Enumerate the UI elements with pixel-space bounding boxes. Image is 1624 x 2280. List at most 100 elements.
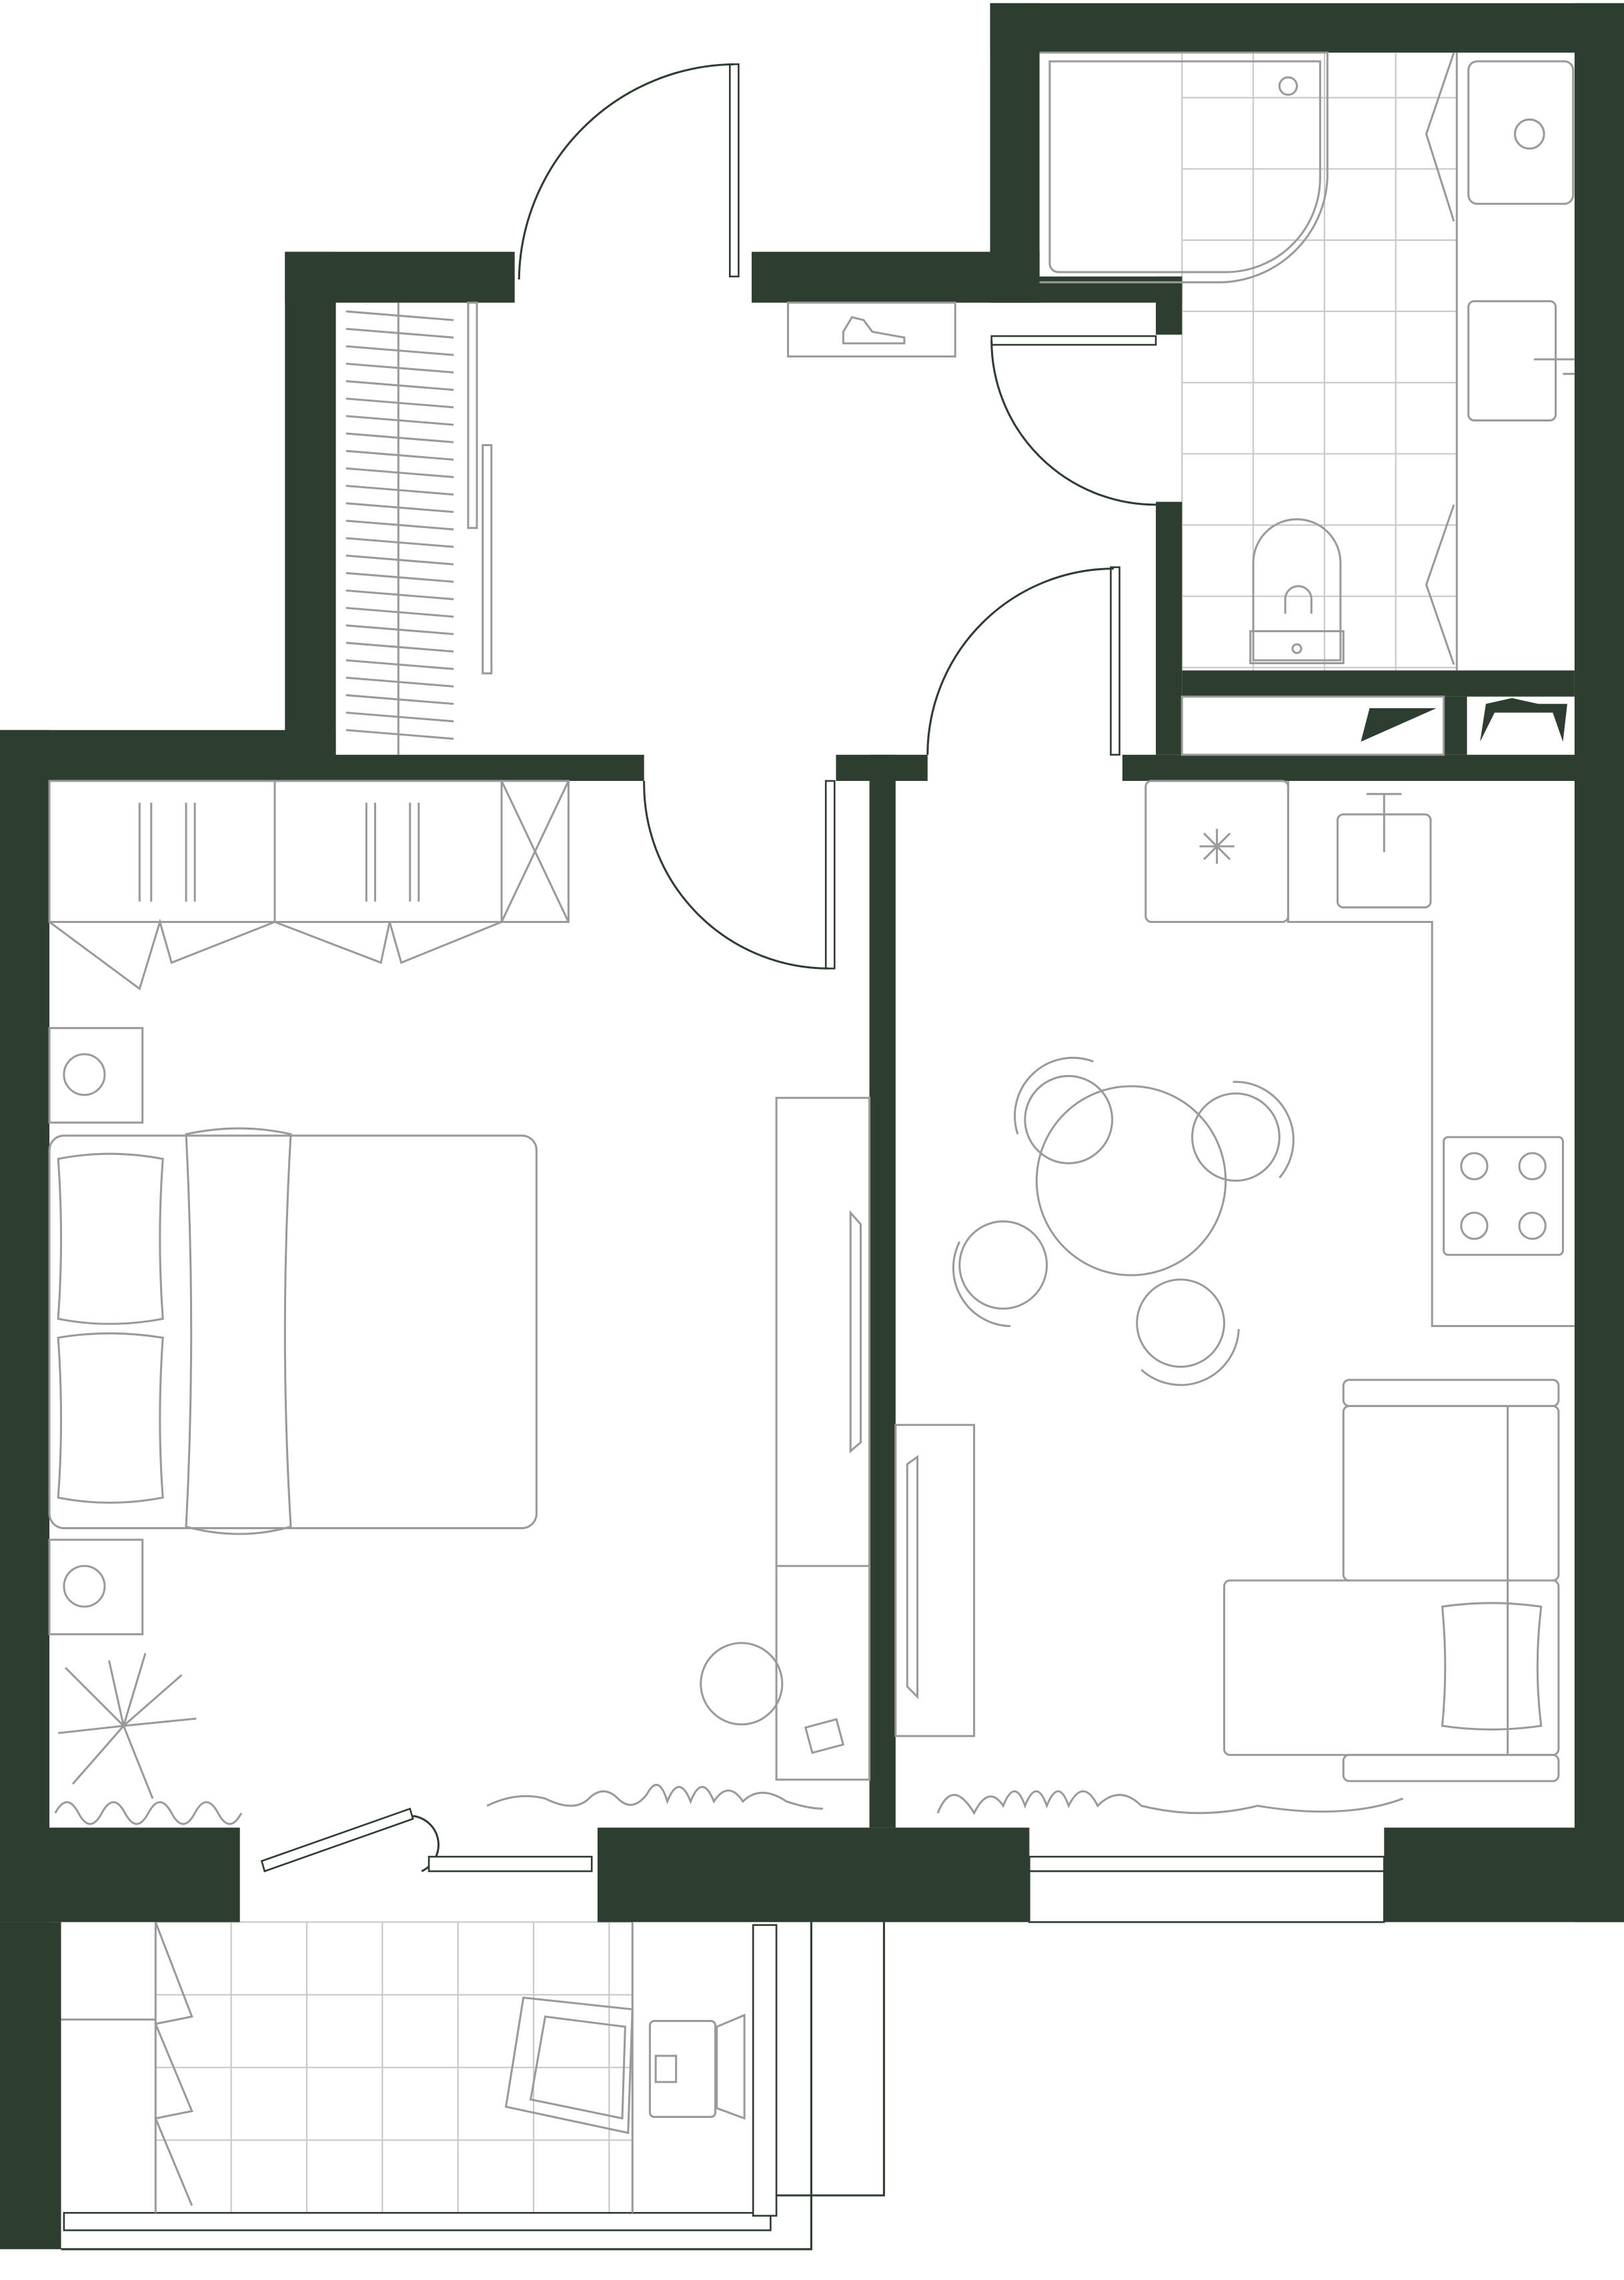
hanger-icon xyxy=(345,467,454,478)
hanger-icon xyxy=(345,729,454,740)
faucet-icon xyxy=(1367,793,1402,852)
wall xyxy=(285,251,336,780)
door-leaf xyxy=(729,63,740,277)
kitchen-counter xyxy=(1287,781,1575,1328)
snowflake-icon xyxy=(1199,828,1235,864)
kitchen xyxy=(894,780,1575,1815)
lamp-icon xyxy=(63,1053,106,1096)
kitchen-door[interactable] xyxy=(926,566,1120,756)
wall xyxy=(597,1827,1030,1923)
bed[interactable] xyxy=(48,1134,538,1530)
wall xyxy=(1122,754,1624,782)
book-icon xyxy=(804,1718,845,1755)
hanger-icon xyxy=(345,659,454,670)
wall xyxy=(0,1922,61,2249)
wall xyxy=(0,1827,240,1923)
hanger-icon xyxy=(345,694,454,706)
boiler-icon xyxy=(1361,708,1437,742)
storage-niche xyxy=(1180,696,1445,756)
hanger-icon xyxy=(345,554,454,565)
sofa[interactable] xyxy=(1223,1378,1560,1783)
hanger-icon xyxy=(345,624,454,636)
blanket xyxy=(185,1127,292,1535)
balcony-cabinet xyxy=(61,1921,193,2206)
stove xyxy=(1443,1136,1564,1256)
lamp-icon xyxy=(63,1564,106,1608)
wardrobe xyxy=(48,780,570,924)
bathroom-sink xyxy=(1467,300,1557,421)
flush-button xyxy=(1291,643,1303,654)
door-leaf xyxy=(1110,566,1120,756)
hanger-icon xyxy=(345,676,454,688)
walls xyxy=(0,3,1624,2249)
pillow xyxy=(57,1152,164,1325)
curtain xyxy=(486,1783,823,1810)
bathroom xyxy=(1039,51,1575,756)
washing-machine xyxy=(1467,60,1575,205)
monitor-icon xyxy=(716,2013,746,2120)
bedroom-door[interactable] xyxy=(643,780,836,970)
desk-chair[interactable] xyxy=(648,2020,717,2118)
faucet-icon xyxy=(1533,358,1575,375)
keyboard-icon xyxy=(654,2055,678,2083)
washing-machine-drum xyxy=(1513,118,1545,150)
bedroom xyxy=(48,780,871,1825)
window-kitchen[interactable] xyxy=(1028,1855,1385,1873)
hanger-icon xyxy=(345,415,454,426)
toilet-seat xyxy=(1284,585,1313,614)
armchair[interactable] xyxy=(504,1996,634,2135)
hanger-icon xyxy=(345,449,454,461)
drain-icon xyxy=(1278,76,1299,96)
armchair-seat xyxy=(529,2015,626,2120)
nightstand xyxy=(48,1027,144,1124)
tv-stand xyxy=(894,1424,976,1737)
hanger-icon xyxy=(345,362,454,374)
door-swing-arc xyxy=(518,63,734,279)
entrance-door[interactable] xyxy=(518,63,740,279)
ottoman xyxy=(700,1642,784,1726)
sliding-door[interactable] xyxy=(482,443,493,675)
dining-table[interactable] xyxy=(1035,1085,1227,1276)
hanger-icon xyxy=(345,502,454,513)
curtain xyxy=(936,1790,1404,1815)
shower-tray xyxy=(1048,60,1321,273)
cushion xyxy=(1441,1602,1543,1731)
wall xyxy=(836,754,928,782)
window-balcony-side[interactable] xyxy=(752,1924,778,2217)
wall xyxy=(1156,276,1182,335)
wall xyxy=(869,754,896,1828)
wall xyxy=(1384,1827,1624,1923)
water-heater-icon xyxy=(1480,698,1567,742)
wall xyxy=(1443,696,1467,755)
hanger-icon xyxy=(345,589,454,601)
balcony-door[interactable] xyxy=(260,1807,440,1873)
door-swing-arc xyxy=(990,340,1156,506)
door-leaf xyxy=(260,1807,414,1873)
sliding-door[interactable] xyxy=(467,301,478,529)
hanger-icon xyxy=(345,327,454,339)
balcony xyxy=(61,1921,746,2213)
wardrobe-cross xyxy=(500,780,570,923)
curtain xyxy=(54,1801,243,1825)
hanger-icon xyxy=(345,712,454,723)
wall xyxy=(0,730,336,782)
hanger-icon xyxy=(138,802,420,902)
shoe-icon xyxy=(842,315,906,345)
hanger-icon xyxy=(345,537,454,548)
toilet xyxy=(1252,518,1342,662)
window-balcony-bottom[interactable] xyxy=(63,2211,772,2231)
dining-chairs[interactable] xyxy=(952,1056,1295,1386)
hanger-icon xyxy=(345,572,454,583)
wall xyxy=(990,3,1624,53)
door-leaf xyxy=(990,335,1157,346)
hanger-icon xyxy=(345,432,454,443)
nightstand xyxy=(48,1538,144,1636)
bathroom-door[interactable] xyxy=(990,335,1157,506)
hangers xyxy=(345,310,454,740)
door-swing-arc xyxy=(643,781,829,970)
window-bedroom[interactable] xyxy=(428,1855,593,1873)
cabinet-door-swing xyxy=(1425,52,1455,666)
hanger-icon xyxy=(345,485,454,496)
shower-enclosure xyxy=(1039,51,1329,283)
plant-icon xyxy=(58,1652,197,1799)
